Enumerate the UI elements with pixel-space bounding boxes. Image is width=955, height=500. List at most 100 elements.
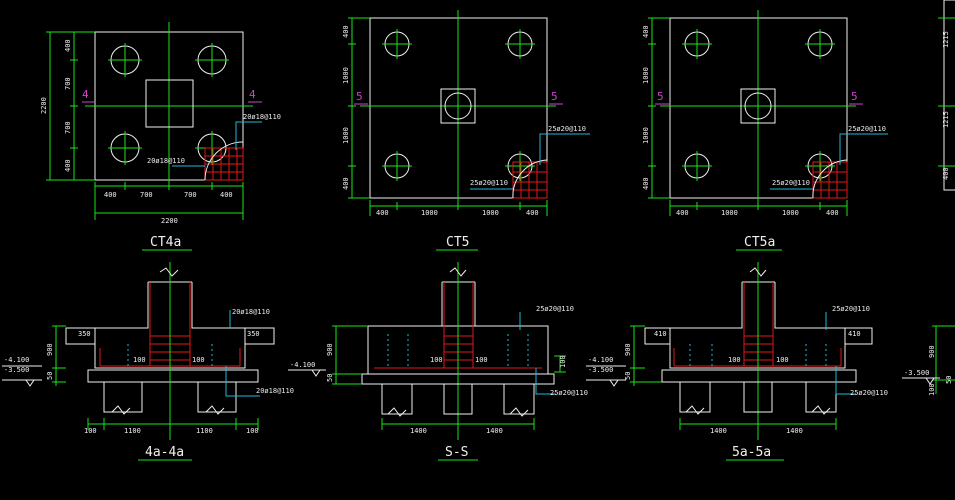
pile: [505, 29, 535, 59]
dimension-label: 900: [46, 343, 54, 356]
section-mark: 5: [356, 90, 363, 103]
rebar-note: 20ø18@110: [232, 308, 270, 316]
section-title: 4a-4a: [145, 445, 184, 460]
section-title: 5a-5a: [732, 445, 771, 460]
dimension-label: 100: [84, 427, 97, 435]
pile: [679, 381, 711, 415]
dimension-label: 1400: [410, 427, 427, 435]
dimension-label: 50: [326, 374, 334, 382]
pile: [682, 151, 712, 181]
dimension-label: 100: [559, 355, 567, 368]
dimension-label: 400: [376, 209, 389, 217]
dimension-label: 50: [46, 372, 54, 380]
elevation-label: -4.100: [4, 356, 29, 364]
column-outline: [774, 282, 846, 344]
rebar-note: 25ø20@110: [470, 179, 508, 187]
pile: [682, 29, 712, 59]
dimension-label: 1215: [942, 31, 950, 48]
dimension-chain: [94, 182, 244, 220]
dimension-label: 900: [326, 343, 334, 356]
pile: [382, 29, 412, 59]
dimension-label: 400: [676, 209, 689, 217]
dimension-label: 1400: [710, 427, 727, 435]
cap-base: [661, 369, 857, 383]
dimension-label: 1215: [942, 111, 950, 128]
break-line: [449, 267, 467, 277]
rebar-note: 25ø20@110: [536, 305, 574, 313]
dimension-total: 2200: [40, 97, 48, 114]
break-line: [749, 267, 767, 277]
dimension-label: 400: [104, 191, 117, 199]
section-4a-4a: 20ø18@110 20ø18@110 350 350 100 100 900 …: [2, 262, 294, 461]
rebar-note: 25ø20@110: [832, 305, 870, 313]
dimension-label: 400: [64, 39, 72, 52]
dimension-total: 2200: [161, 217, 178, 225]
rebar-note: 25ø20@110: [550, 389, 588, 397]
rebar-note: 25ø20@110: [772, 179, 810, 187]
dimension-label: 100: [133, 356, 146, 364]
dimension-label: 350: [247, 330, 260, 338]
pile: [197, 381, 237, 415]
dimension-label: 400: [642, 177, 650, 190]
section-mark: 5: [851, 90, 858, 103]
section-title: S-S: [445, 445, 468, 460]
dimension-label: 410: [654, 330, 667, 338]
dimension-label: 1100: [124, 427, 141, 435]
pile: [443, 383, 473, 415]
pile: [743, 381, 773, 413]
pile: [805, 381, 837, 415]
dimension-label: 100: [928, 383, 936, 396]
leader-line: [835, 366, 856, 395]
dimension-chain: [332, 325, 566, 430]
section-mark: 4: [82, 88, 89, 101]
column-outline: [145, 79, 194, 128]
pile: [381, 383, 413, 417]
dimension-label: 350: [78, 330, 91, 338]
dimension-label: 1400: [486, 427, 503, 435]
rebar-note: 20ø18@110: [256, 387, 294, 395]
elevation-label: -3.500: [904, 369, 929, 377]
partial-section: -3.500 900 100 50: [902, 325, 955, 396]
dimension-label: 400: [342, 25, 350, 38]
rebar-detail: [770, 133, 888, 199]
partial-plan: 1215 1215 400: [938, 0, 955, 191]
dimension-chain: [630, 325, 837, 430]
leader-line: [225, 366, 260, 397]
column-outline: [740, 88, 776, 124]
rebar-detail: [172, 121, 262, 181]
rebar-note: 25ø20@110: [850, 389, 888, 397]
leader-line: [535, 368, 556, 395]
dimension-label: 400: [342, 177, 350, 190]
pile: [805, 151, 835, 181]
center-pile: [444, 92, 472, 120]
dimension-label: 400: [220, 191, 233, 199]
dimension-label: 400: [642, 25, 650, 38]
plan-title: CT4a: [150, 235, 181, 250]
dimension-label: 1000: [421, 209, 438, 217]
section-s-s: 25ø20@110 25ø20@110 100 100 900 50 100 1…: [288, 262, 588, 461]
dimension-label: 410: [848, 330, 861, 338]
dimension-label: 50: [624, 372, 632, 380]
dimension-label: 100: [728, 356, 741, 364]
section-mark: 5: [657, 90, 664, 103]
dimension-label: 700: [64, 121, 72, 134]
dimension-label: 1000: [482, 209, 499, 217]
dimension-label: 50: [945, 376, 953, 384]
column-outline: [191, 282, 246, 344]
dimension-chain: [52, 325, 259, 430]
plan-ct5: 25ø20@110 25ø20@110 5 5 400 1000 1000 40…: [342, 10, 590, 251]
elevation-label: -3.500: [588, 366, 613, 374]
dimension-label: 100: [475, 356, 488, 364]
dimension-label: 100: [246, 427, 259, 435]
dimension-label: 1000: [782, 209, 799, 217]
pile: [195, 43, 229, 77]
dimension-label: 1000: [342, 67, 350, 84]
column-outline: [440, 88, 476, 124]
dimension-chain: [348, 17, 548, 216]
dimension-label: 700: [140, 191, 153, 199]
dimension-chain: [648, 17, 848, 216]
dimension-label: 1000: [721, 209, 738, 217]
elevation-label: -4.100: [588, 356, 613, 364]
pile: [103, 381, 143, 415]
dimension-label: 1000: [642, 127, 650, 144]
